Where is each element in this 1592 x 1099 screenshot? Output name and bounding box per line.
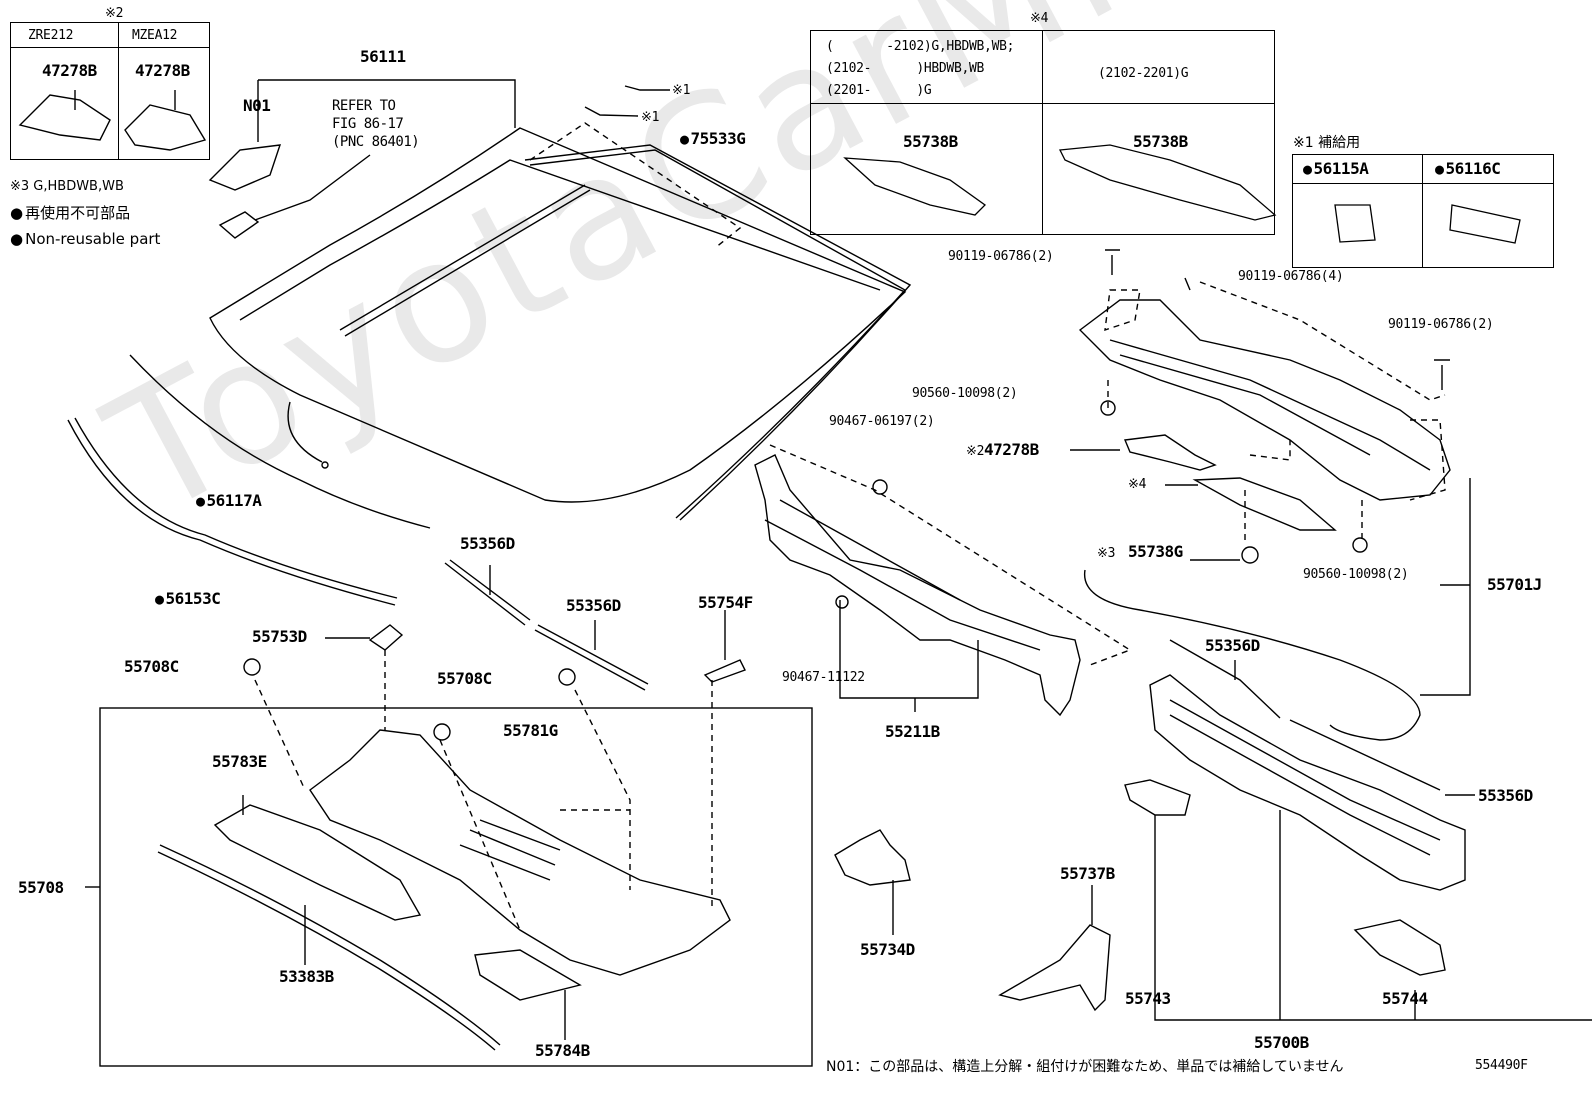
molding-56153c (67, 419, 396, 606)
label-56111: 56111 (360, 47, 406, 66)
molding-56117a (129, 354, 431, 529)
label-55781g: 55781G (503, 721, 558, 740)
supply-part-1: 56115A (1303, 160, 1369, 178)
variant-header-mzea12: MZEA12 (132, 28, 178, 43)
non-reusable-jp: 再使用不可部品 (10, 204, 130, 222)
diagram-id: 554490F (1475, 1058, 1528, 1073)
supply-mark: ※1 補給用 (1293, 135, 1361, 151)
label-75533g: 75533G (680, 130, 746, 148)
label-55356d-c: 55356D (1205, 636, 1260, 655)
label-55734d: 55734D (860, 940, 915, 959)
note4-right-header: (2102-2201)G (1098, 66, 1189, 81)
variant-table (10, 22, 210, 160)
note-mark-2: ※2 (105, 6, 124, 21)
label-55708c-a: 55708C (124, 657, 179, 676)
label-55753d: 55753D (252, 627, 307, 646)
note4-line-2: (2102- )HBDWB,WB (826, 61, 985, 76)
label-55356d-a: 55356D (460, 534, 515, 553)
label-90119-b: 90119-06786(4) (1238, 269, 1344, 284)
footer-note: N01：この部品は、構造上分解・組付けが困難なため、単品では補給していません (826, 1059, 1344, 1075)
label-47278b: 47278B (984, 440, 1039, 459)
label-53383b: 53383B (279, 967, 334, 986)
note4-right-part: 55738B (1133, 132, 1188, 151)
variant-header-zre212: ZRE212 (28, 28, 74, 43)
label-55700b: 55700B (1254, 1033, 1309, 1052)
note-mark-3b: ※3 (1097, 546, 1116, 561)
label-55738g: 55738G (1128, 542, 1183, 561)
label-90560-a: 90560-10098(2) (912, 386, 1018, 401)
refer-line-2: FIG 86-17 (332, 116, 404, 132)
label-55701j: 55701J (1487, 575, 1542, 594)
label-55783e: 55783E (212, 752, 267, 771)
note4-line-3: (2201- )G (826, 83, 932, 98)
label-55211b: 55211B (885, 722, 940, 741)
note-3: ※3 G,HBDWB,WB (10, 179, 124, 194)
refer-line-3: (PNC 86401) (332, 134, 420, 150)
non-reusable-en: Non-reusable part (10, 230, 160, 248)
label-55708: 55708 (18, 878, 64, 897)
label-56153c: 56153C (155, 590, 221, 608)
label-90467-b: 90467-11122 (782, 670, 865, 685)
label-55784b: 55784B (535, 1041, 590, 1060)
note-mark-4: ※4 (1030, 11, 1049, 26)
note-mark-1a: ※1 (672, 83, 691, 98)
note4-left-part: 55738B (903, 132, 958, 151)
label-90467-a: 90467-06197(2) (829, 414, 935, 429)
label-55708c-b: 55708C (437, 669, 492, 688)
variant-part-1: 47278B (42, 61, 97, 80)
label-55744: 55744 (1382, 989, 1428, 1008)
supply-part-2: 56116C (1435, 160, 1501, 178)
label-55356d-d: 55356D (1478, 786, 1533, 805)
label-90119-a: 90119-06786(2) (948, 249, 1054, 264)
supply-table (1292, 154, 1554, 268)
label-n01: N01 (243, 96, 271, 115)
label-55743: 55743 (1125, 989, 1171, 1008)
note-mark-4b: ※4 (1128, 477, 1147, 492)
note-mark-1b: ※1 (641, 110, 660, 125)
note4-line-1: ( -2102)G,HBDWB,WB; (826, 39, 1015, 54)
windshield-glass-inner (239, 159, 881, 321)
refer-line-1: REFER TO (332, 98, 396, 114)
label-55737b: 55737B (1060, 864, 1115, 883)
label-56117a: 56117A (196, 492, 262, 510)
label-55754f: 55754F (698, 593, 753, 612)
windshield-glass (209, 127, 907, 503)
label-55356d-b: 55356D (566, 596, 621, 615)
note-mark-2b: ※2 (966, 444, 985, 459)
variant-part-2: 47278B (135, 61, 190, 80)
label-90119-c: 90119-06786(2) (1388, 317, 1494, 332)
label-90560-b: 90560-10098(2) (1303, 567, 1409, 582)
